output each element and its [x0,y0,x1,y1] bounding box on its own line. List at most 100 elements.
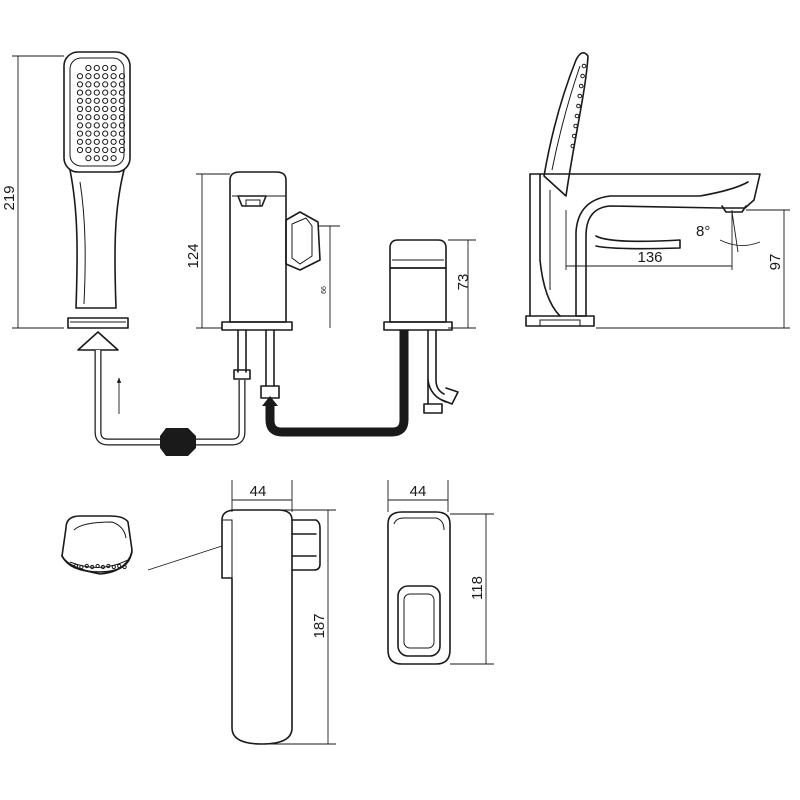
nozzle-dot [93,155,100,162]
nozzle-dot [578,83,584,89]
nozzle-dot [580,73,585,79]
nozzle-dot [76,122,84,129]
nozzle-dot [118,81,126,88]
dim-spout-angle: 8° [696,223,710,240]
dim-mixer-top-width: 44 [250,483,267,500]
nozzle-dot [118,89,126,96]
dim-diverter-height: 73 [455,274,472,291]
nozzle-dot [118,122,126,129]
nozzle-dot [117,563,122,569]
hose-connections [94,330,409,456]
dim-handshower-height: 219 [1,185,18,210]
nozzle-dot [84,563,89,569]
nozzle-dot [118,105,126,113]
nozzle-dot [76,138,84,145]
nozzle-dot [110,89,117,96]
dim-diverter-top-width: 44 [410,483,427,500]
nozzle-dot [85,64,92,72]
dimension-labels: 219 124 66 73 136 8° 97 44 187 44 118 [1,185,784,638]
nozzle-dot [102,146,109,154]
handshower-head-detail [61,515,223,575]
nozzle-dot [93,114,100,121]
nozzle-dot [85,114,92,121]
diverter-top-view [387,480,494,665]
nozzle-dot [93,81,100,88]
nozzle-dot [102,105,109,113]
nozzle-dot [76,130,84,137]
nozzle-dot [85,155,92,162]
nozzle-dot [85,130,92,137]
nozzle-dot [102,89,109,96]
nozzle-dot [118,97,126,104]
nozzle-dot [573,123,578,129]
dim-mixer-height: 124 [185,243,202,268]
nozzle-dot [110,73,117,80]
nozzle-dot [110,155,117,162]
nozzle-dot [76,105,84,113]
nozzle-dot [110,122,117,129]
nozzle-dot [93,130,100,137]
nozzle-dot [90,564,95,570]
nozzle-dot [122,564,127,570]
nozzle-dot [102,130,109,137]
nozzle-dot [110,81,117,88]
nozzle-dot [110,64,117,72]
nozzle-dot [76,73,84,80]
nozzle-dot [102,97,109,104]
nozzle-dot [118,138,126,145]
dim-mixer-lever-height: 66 [321,286,328,294]
nozzle-dot [576,103,581,109]
nozzle-dot [76,97,84,104]
nozzle-dot [110,138,117,145]
handshower-front-view [12,51,131,351]
nozzle-dot [110,146,117,154]
nozzle-dot [102,64,109,72]
nozzle-dot [85,81,92,88]
nozzle-dot [93,89,100,96]
nozzle-dot [581,63,587,69]
nozzle-dot [110,97,117,104]
mixer-side-view [196,171,340,399]
nozzle-dot [85,122,92,129]
spout-side-view [525,52,790,329]
nozzle-dot [100,564,106,570]
nozzle-dot [79,564,84,570]
nozzle-dot [574,113,580,119]
dim-mixer-top-length: 187 [311,613,328,638]
dim-spout-height: 97 [767,254,784,271]
nozzle-dot [102,122,109,129]
nozzle-dot [85,146,92,154]
nozzle-dot [110,114,117,121]
nozzle-dot [102,73,109,80]
nozzle-dot [570,143,576,149]
nozzle-dot [85,105,92,113]
nozzle-dot [93,73,100,80]
nozzle-dot [111,564,116,570]
nozzle-dot [85,138,92,145]
nozzle-dot [110,130,117,137]
handshower-nozzles [76,64,126,162]
nozzle-dot [76,146,84,154]
nozzle-dot [102,155,109,162]
nozzle-dot [76,89,84,96]
nozzle-dot [85,97,92,104]
nozzle-dot [85,89,92,96]
nozzle-dot [577,93,583,99]
nozzle-dot [571,133,577,139]
spout-handshower-nozzles [570,63,587,149]
nozzle-dot [118,130,126,137]
nozzle-dot [93,64,100,72]
nozzle-dot [102,81,109,88]
nozzle-dot [118,114,126,121]
nozzle-dot [118,73,126,80]
nozzle-dot [93,138,100,145]
nozzle-dot [73,563,79,569]
detail-nozzle-row [73,563,127,570]
nozzle-dot [76,81,84,88]
nozzle-dot [93,146,100,154]
nozzle-dot [106,563,111,569]
diverter-side-view [383,239,476,414]
nozzle-dot [95,563,100,569]
